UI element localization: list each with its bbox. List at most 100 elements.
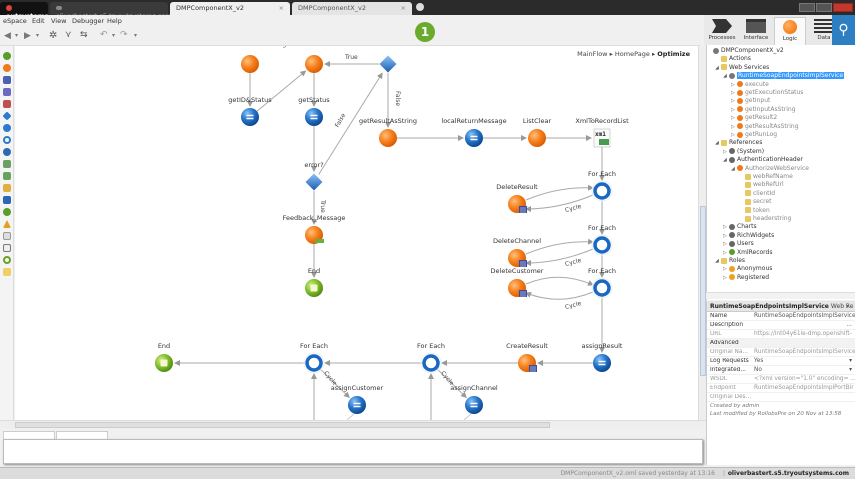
tab-processes[interactable]: Processes: [706, 17, 738, 45]
flow-node-if[interactable]: [305, 173, 323, 191]
status-server[interactable]: oliverbastert.s5.tryoutsystems.com: [727, 470, 849, 477]
ellipsis-button[interactable]: ...: [846, 322, 852, 328]
property-value[interactable]: Yes: [754, 358, 764, 364]
tree-item[interactable]: ◢Roles: [715, 257, 746, 264]
tree-item[interactable]: ▷Users: [723, 240, 754, 248]
tree-horizontal-scrollbar[interactable]: [706, 292, 855, 299]
breadcrumb-item[interactable]: HomePage: [614, 50, 650, 58]
tree-item[interactable]: secret: [745, 198, 772, 206]
flow-node-foreach[interactable]: [420, 352, 442, 374]
maximize-button[interactable]: [816, 3, 832, 12]
tree-item[interactable]: ◢References: [715, 139, 763, 147]
flow-node-assign[interactable]: [241, 108, 259, 126]
tree-item[interactable]: ▷getExecutionStatus: [731, 89, 804, 96]
collapsed-arrow-icon[interactable]: ▷: [731, 90, 735, 96]
tree-item[interactable]: ▷Registered: [723, 273, 770, 281]
expanded-arrow-icon[interactable]: ◢: [723, 157, 727, 164]
undo-icon[interactable]: ↶: [100, 30, 108, 40]
flow-node-assign[interactable]: [465, 396, 483, 414]
compare-icon[interactable]: ⇆: [80, 30, 88, 40]
tree-item[interactable]: ▷getResult2: [731, 114, 778, 122]
collapsed-arrow-icon[interactable]: ▷: [723, 266, 727, 273]
collapsed-arrow-icon[interactable]: ▷: [731, 132, 735, 138]
flow-node-entity[interactable]: [508, 195, 527, 213]
tree-item[interactable]: webRefUrl: [745, 181, 784, 189]
tree-item[interactable]: ▷getInput: [731, 97, 771, 105]
expanded-arrow-icon[interactable]: ◢: [723, 73, 727, 80]
tree-item[interactable]: headerstring: [745, 215, 791, 223]
flow-node-entity[interactable]: [508, 249, 527, 267]
scroll-thumb[interactable]: [700, 206, 706, 376]
flow-node-action[interactable]: [241, 55, 259, 73]
property-value[interactable]: RuntimeSoapEndpointsImplPortBir: [754, 385, 854, 391]
settings-icon[interactable]: ✲: [49, 30, 58, 41]
back-icon[interactable]: ◀: [4, 31, 11, 41]
menu-view[interactable]: View: [51, 17, 67, 25]
destination-tool-icon[interactable]: [3, 208, 11, 216]
collapsed-arrow-icon[interactable]: ▷: [723, 224, 727, 231]
tree-item[interactable]: ▷execute: [731, 80, 769, 88]
minimize-button[interactable]: [799, 3, 815, 12]
forward-dropdown-icon[interactable]: ▾: [36, 32, 40, 39]
property-value[interactable]: https://int04y61ie-dmp.openshift-: [754, 331, 852, 337]
breadcrumb-item[interactable]: MainFlow: [577, 50, 608, 58]
collapsed-arrow-icon[interactable]: ▷: [723, 232, 727, 239]
scroll-thumb[interactable]: [15, 422, 550, 428]
search-button[interactable]: ⚲: [832, 15, 855, 45]
tab-interface[interactable]: Interface: [740, 17, 772, 45]
collapsed-arrow-icon[interactable]: ▷: [731, 123, 735, 130]
canvas-horizontal-scrollbar[interactable]: [0, 420, 706, 428]
property-value[interactable]: RuntimeSoapEndpointsImplService: [754, 349, 855, 355]
redo-icon[interactable]: ↷: [120, 30, 128, 40]
menu-help[interactable]: Help: [107, 17, 122, 25]
close-window-button[interactable]: [833, 3, 853, 12]
collapsed-arrow-icon[interactable]: ▷: [723, 249, 727, 256]
jump-tool-icon[interactable]: [3, 196, 11, 204]
flow-node-foreach[interactable]: [303, 352, 325, 374]
menu-debugger[interactable]: Debugger: [72, 17, 105, 25]
property-value[interactable]: <?xml version="1.0" encoding= ...: [754, 376, 855, 382]
tree-item[interactable]: ◢RuntimeSoapEndpointsImplService: [723, 72, 845, 80]
back-dropdown-icon[interactable]: ▾: [15, 32, 19, 39]
expanded-arrow-icon[interactable]: ◢: [715, 258, 719, 264]
forward-icon[interactable]: ▶: [24, 31, 31, 41]
tree-item[interactable]: ▷(System): [723, 147, 765, 155]
tree-item[interactable]: DMPComponentX_v2: [713, 47, 784, 55]
tree-item[interactable]: ◢AuthorizeWebService: [731, 164, 809, 172]
property-value[interactable]: No: [754, 367, 762, 373]
tree-item[interactable]: ▷getRunLog: [731, 131, 778, 138]
flow-node-assign[interactable]: [465, 129, 483, 147]
redo-dropdown-icon[interactable]: ▾: [134, 32, 138, 39]
aggregate-tool-icon[interactable]: [3, 76, 11, 84]
download-tool-icon[interactable]: [3, 184, 11, 192]
collapsed-arrow-icon[interactable]: ▷: [723, 241, 727, 248]
close-tab-icon[interactable]: ×: [400, 4, 406, 12]
end-tool-icon[interactable]: [3, 256, 11, 264]
tree-item[interactable]: token: [745, 207, 770, 215]
flow-node-entity[interactable]: [518, 354, 537, 372]
tree-item[interactable]: clientId: [745, 190, 775, 198]
tree-item[interactable]: ▷Charts: [723, 223, 757, 231]
property-row[interactable]: Original Na...RuntimeSoapEndpointsImplSe…: [707, 348, 855, 357]
collapsed-arrow-icon[interactable]: ▷: [723, 148, 727, 155]
sql-tool-icon[interactable]: [3, 88, 11, 96]
property-row[interactable]: Original Des...: [707, 393, 855, 402]
collapsed-arrow-icon[interactable]: ▷: [731, 81, 735, 88]
tree-item[interactable]: webRefName: [745, 173, 793, 181]
canvas-vertical-scrollbar[interactable]: [698, 46, 706, 420]
exception-tool-icon[interactable]: [3, 220, 11, 228]
comment-tool-icon[interactable]: [3, 232, 11, 240]
tree-item[interactable]: Actions: [721, 55, 751, 63]
flow-node-assign[interactable]: [305, 108, 323, 126]
tab-data[interactable]: Data: [808, 17, 840, 45]
flow-node-widget[interactable]: [305, 226, 324, 244]
tree-item[interactable]: ▷getResultAsString: [731, 122, 799, 130]
flow-node-assign[interactable]: [593, 354, 611, 372]
expanded-arrow-icon[interactable]: ◢: [715, 140, 719, 147]
collapsed-arrow-icon[interactable]: ▷: [723, 274, 727, 281]
flow-node-action[interactable]: [528, 129, 546, 147]
